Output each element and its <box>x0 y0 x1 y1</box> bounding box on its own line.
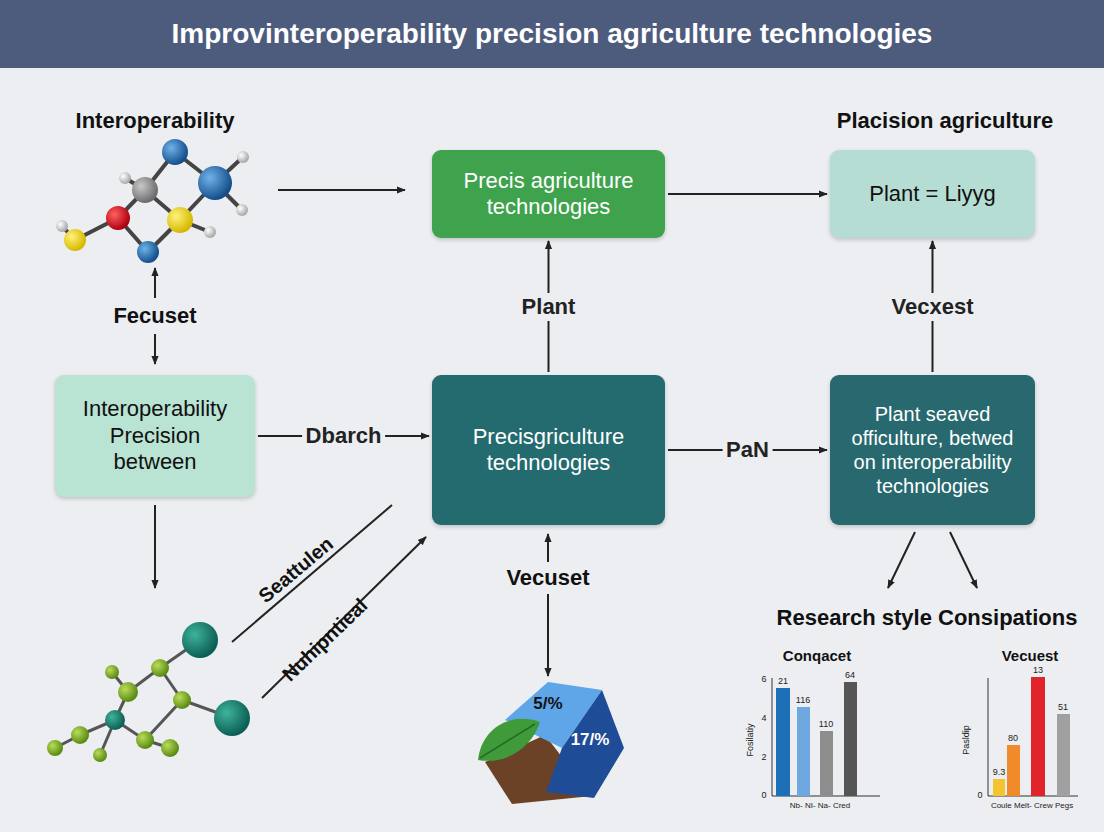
chart-text: 13 <box>1033 665 1043 675</box>
chart-text: 116 <box>796 695 810 705</box>
title: Improvinteroperability precision agricul… <box>172 18 933 50</box>
box-text: Interoperability Precision between <box>67 396 243 475</box>
free-label: 17/% <box>571 730 610 750</box>
chart-text: Pasldip <box>961 725 971 755</box>
molecule-top <box>62 152 243 252</box>
free-label: Research style Consipations <box>777 605 1078 630</box>
free-label: Vecuest <box>1002 647 1059 664</box>
edge-label: PaN <box>722 436 773 464</box>
chart-text: Fosilatiy <box>745 723 755 756</box>
free-label: Interoperability <box>76 108 235 133</box>
chart-text: 80 <box>1008 733 1018 743</box>
box-text: Precis agriculture technologies <box>444 168 653 221</box>
chart-text: Nb- NI- Na- Cred <box>790 801 850 810</box>
chart-text: Coule Melt- Crew Pegs <box>991 801 1073 810</box>
free-label: 5/% <box>533 694 562 714</box>
connector-arrow <box>668 193 827 195</box>
chart-text: 51 <box>1058 702 1068 712</box>
process-box: Interoperability Precision between <box>55 375 255 497</box>
molecule-top-atoms <box>56 139 249 263</box>
edge-label: Plant <box>518 293 580 321</box>
box-text: Plant seaved officulture, betwed on inte… <box>842 402 1023 498</box>
pie-figure <box>478 682 624 804</box>
free-label: Conqacet <box>783 647 851 664</box>
free-label: Fecuset <box>113 303 196 328</box>
molecule-bottom-atoms <box>47 622 250 762</box>
chart-text: 64 <box>845 670 855 680</box>
free-label: Nuhipntieal <box>278 594 372 686</box>
free-label: Placision agriculture <box>837 108 1053 133</box>
free-label: Vecuset <box>506 565 589 590</box>
title-bar: Improvinteroperability precision agricul… <box>0 0 1104 68</box>
edge-label: Dbarch <box>302 422 386 450</box>
process-box: Plant seaved officulture, betwed on inte… <box>830 375 1035 525</box>
chart-text: 110 <box>819 719 833 729</box>
chart-text: 0 <box>977 790 982 800</box>
bar-chart-right <box>988 677 1078 796</box>
chart-text: 9.3 <box>993 767 1006 777</box>
process-box: Precisgriculture technologies <box>432 375 665 525</box>
chart-text: 21 <box>778 676 788 686</box>
box-text: Plant = Liyyg <box>869 181 996 207</box>
free-label: Seattulen <box>254 532 338 607</box>
box-text: Precisgriculture technologies <box>444 424 653 477</box>
process-box: Plant = Liyyg <box>830 150 1035 238</box>
chart-text: 4 <box>761 713 766 723</box>
chart-text: 0 <box>761 790 766 800</box>
bar-chart-left <box>772 678 880 796</box>
edge-label: Vecxest <box>888 293 978 321</box>
process-box: Precis agriculture technologies <box>432 150 665 238</box>
molecule-bottom <box>55 640 232 755</box>
chart-text: 6 <box>761 674 766 684</box>
chart-text: 2 <box>761 752 766 762</box>
